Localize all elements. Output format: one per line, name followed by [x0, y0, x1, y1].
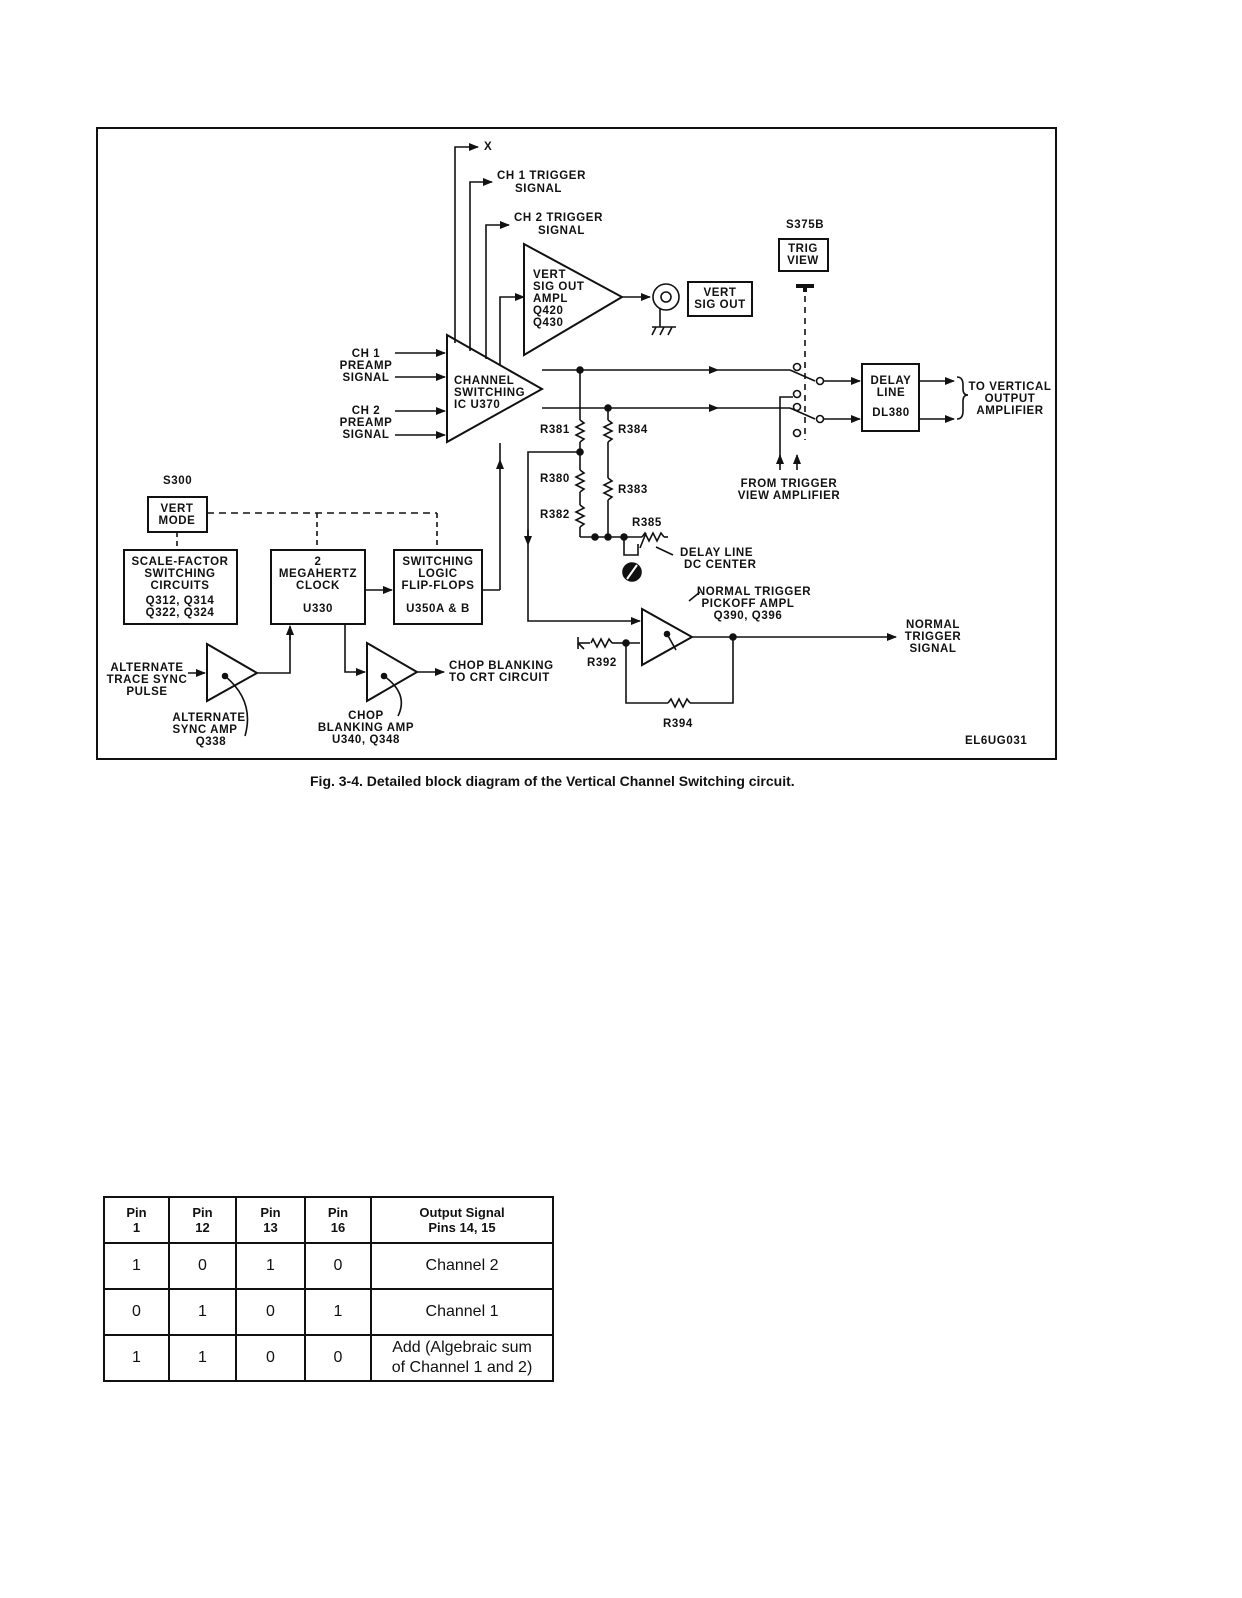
delay-line-box	[861, 363, 920, 432]
cell-pin1: 1	[103, 1334, 170, 1382]
cell-output: Channel 1	[370, 1288, 554, 1336]
s300-label: S300	[163, 475, 192, 487]
r392-label: R392	[587, 657, 617, 669]
clock-box	[270, 549, 366, 625]
r385-label: R385	[632, 517, 662, 529]
x-signal-label: X	[484, 141, 492, 153]
cell-pin1: 0	[103, 1288, 170, 1336]
alt-sync-amp	[206, 642, 260, 703]
table-row: 1 0 1 0 Channel 2	[103, 1242, 554, 1290]
s375b-label: S375B	[786, 219, 824, 231]
diagram-frame	[96, 127, 1057, 760]
cell-pin13: 0	[235, 1334, 306, 1382]
cell-pin12: 1	[168, 1334, 237, 1382]
r384-label: R384	[618, 424, 648, 436]
vert-sig-out-box	[687, 281, 753, 317]
cell-pin12: 1	[168, 1288, 237, 1336]
cell-pin16: 0	[304, 1242, 372, 1290]
cell-pin12: 0	[168, 1242, 237, 1290]
figure-id-label: EL6UG031	[965, 735, 1027, 747]
channel-switching-ic	[446, 333, 545, 444]
cell-pin1: 1	[103, 1242, 170, 1290]
normal-trigger-pickoff-amp	[641, 607, 695, 667]
switching-logic-box	[393, 549, 483, 625]
chop-blanking-amp	[366, 641, 419, 703]
figure-caption: Fig. 3-4. Detailed block diagram of the …	[310, 773, 795, 789]
vert-sig-out-ampl	[523, 242, 625, 357]
r383-label: R383	[618, 484, 648, 496]
r380-label: R380	[540, 473, 570, 485]
scale-factor-box	[123, 549, 238, 625]
cell-pin16: 0	[304, 1334, 372, 1382]
r394-label: R394	[663, 718, 693, 730]
table-row: 0 1 0 1 Channel 1	[103, 1288, 554, 1336]
cell-output: Channel 2	[370, 1242, 554, 1290]
trig-view-switch	[778, 238, 829, 272]
cell-pin13: 0	[235, 1288, 306, 1336]
r382-label: R382	[540, 509, 570, 521]
r381-label: R381	[540, 424, 570, 436]
cell-pin16: 1	[304, 1288, 372, 1336]
cell-pin13: 1	[235, 1242, 306, 1290]
